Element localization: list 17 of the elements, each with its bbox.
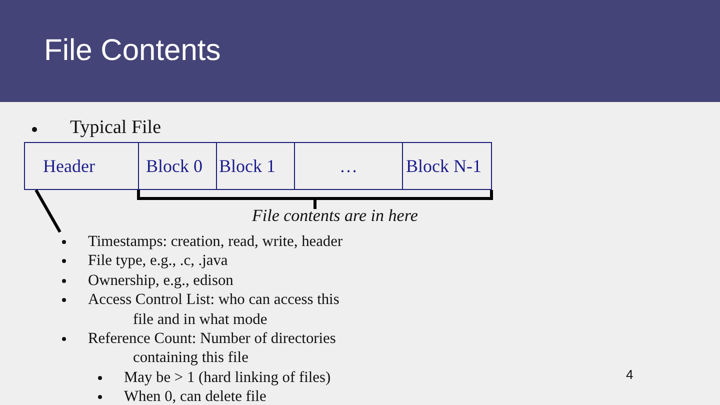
list-item: Reference Count: Number of directories containing this file: [88, 329, 337, 368]
leader-line: [34, 189, 62, 233]
data-block: Block 0: [138, 142, 217, 190]
list-item: Timestamps: creation, read, write, header: [88, 232, 344, 252]
list-item: File type, e.g., .c, .java: [88, 251, 229, 271]
list-item: Access Control List: who can access this file and in what mode: [88, 290, 340, 329]
bullet-text: Typical File: [70, 117, 162, 139]
header-block: Header: [24, 142, 139, 190]
list-item: Ownership, e.g., edison: [88, 270, 234, 290]
data-block: Block 1: [216, 142, 295, 190]
page-number: 4: [626, 367, 634, 382]
data-block: Block N-1: [402, 142, 492, 190]
list-item: May be > 1 (hard linking of files): [124, 368, 331, 388]
bracket-label: File contents are in here: [252, 206, 418, 226]
slide-title: File Contents: [44, 33, 221, 69]
data-block: …: [294, 142, 403, 190]
list-item: When 0, can delete file: [124, 387, 266, 405]
